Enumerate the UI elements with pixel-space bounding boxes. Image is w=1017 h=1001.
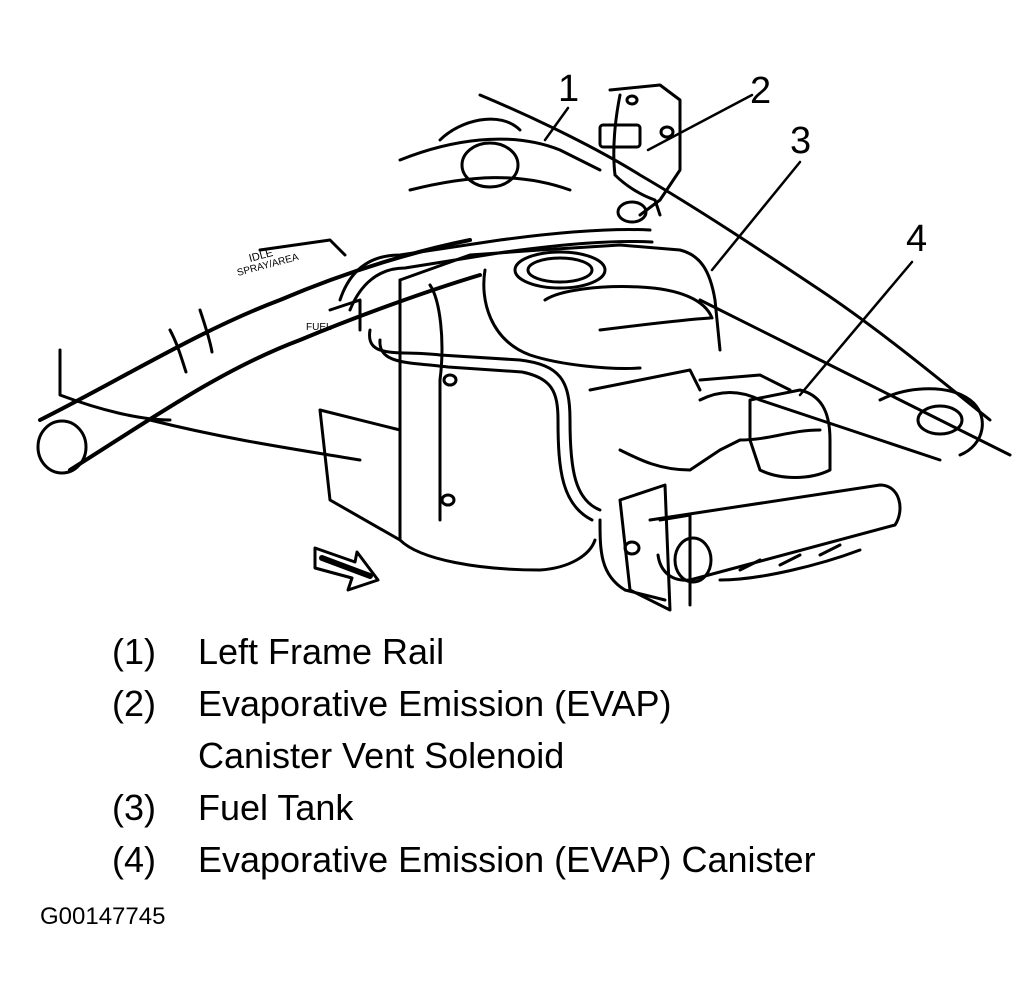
legend-label-continued: Canister Vent Solenoid [198,735,565,776]
underbody-lines [58,238,402,542]
callout-2: 2 [750,70,772,112]
legend-item: (4) Evaporative Emission (EVAP) Canister [112,834,992,886]
legend-item: (1) Left Frame Rail [112,626,992,678]
leader-lines [543,93,914,397]
legend-label: Evaporative Emission (EVAP) [198,683,672,724]
callout-4: 4 [906,218,928,260]
canister-bracket [618,483,692,612]
callout-3: 3 [790,120,812,162]
evap-canister [648,388,902,584]
legend-number: (4) [112,839,156,880]
direction-arrow-icon [313,546,380,592]
fuel-tank [398,243,722,572]
frame-crossmember [398,93,1012,457]
vent-solenoid [598,83,682,224]
stencil-fuel: FUEL [306,322,332,333]
legend-number: (1) [112,631,156,672]
legend-number: (2) [112,683,156,724]
evap-system-illustration: IDLE SPRAY/AREA FUEL [36,83,1012,612]
legend-item: (3) Fuel Tank [112,782,992,834]
legend-item: (2) Evaporative Emission (EVAP) [112,678,992,730]
parts-legend: (1) Left Frame Rail (2) Evaporative Emis… [112,626,992,886]
legend-item-continuation: Canister Vent Solenoid [112,730,992,782]
legend-label: Left Frame Rail [198,631,445,672]
legend-label: Fuel Tank [198,787,354,828]
frame-stencil: IDLE SPRAY/AREA FUEL [236,247,332,333]
callout-1: 1 [558,68,580,110]
figure-id: G00147745 [40,903,166,930]
evap-hoses [338,227,942,602]
legend-label: Evaporative Emission (EVAP) Canister [198,839,816,880]
legend-number: (3) [112,787,156,828]
